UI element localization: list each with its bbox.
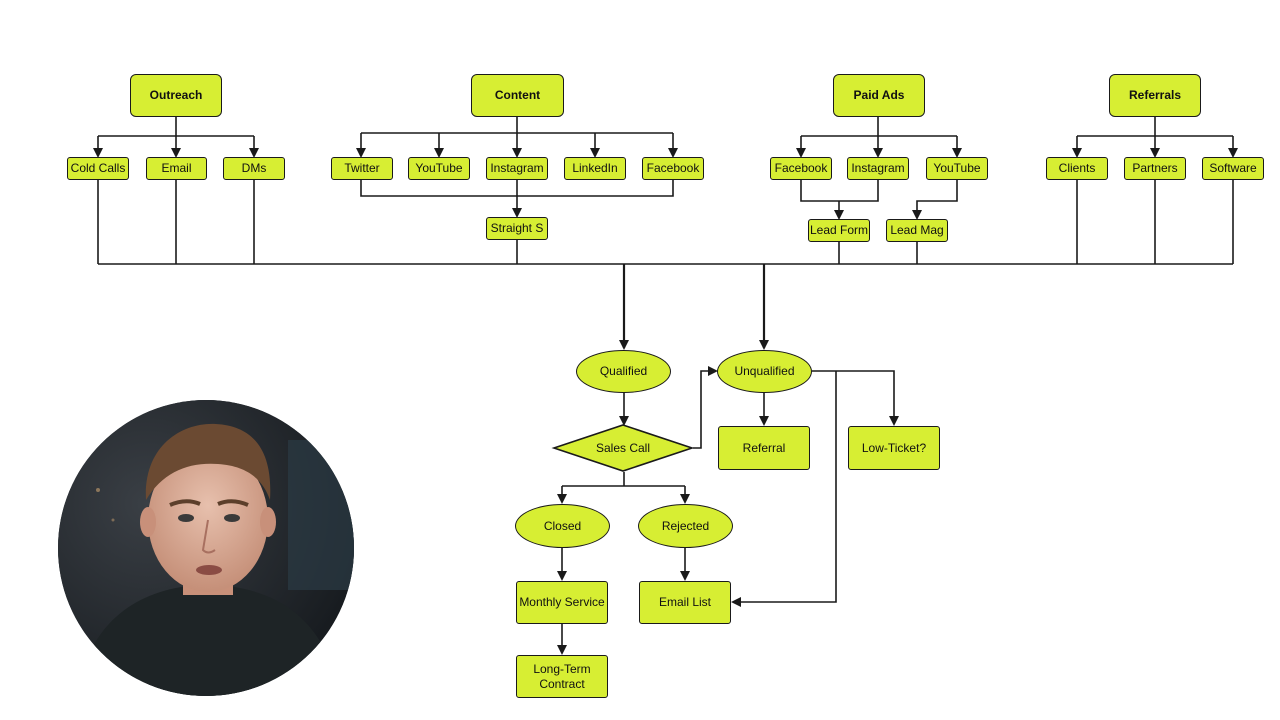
channel-label: Clients — [1058, 161, 1096, 175]
category-content[interactable]: Content — [471, 74, 564, 117]
node-rejected[interactable]: Rejected — [638, 504, 733, 548]
node-monthly-service[interactable]: Monthly Service — [516, 581, 608, 624]
presenter-illustration — [58, 400, 354, 696]
channel-dms[interactable]: DMs — [223, 157, 285, 180]
node-label: Referral — [742, 440, 786, 455]
node-label: Qualified — [599, 364, 648, 378]
channel-paid-instagram[interactable]: Instagram — [847, 157, 909, 180]
channel-label: LinkedIn — [572, 161, 618, 175]
channel-label: Software — [1209, 161, 1257, 175]
category-content-label: Content — [494, 88, 541, 102]
channel-youtube[interactable]: YouTube — [408, 157, 470, 180]
channel-label: Facebook — [774, 161, 828, 175]
funnel-label: Straight S — [490, 221, 544, 235]
node-unqualified[interactable]: Unqualified — [717, 350, 812, 393]
funnel-lead-form[interactable]: Lead Form — [808, 219, 870, 242]
node-long-term-contract[interactable]: Long-Term Contract — [516, 655, 608, 698]
channel-label: Partners — [1132, 161, 1178, 175]
channel-label: Instagram — [490, 161, 544, 175]
channel-linkedin[interactable]: LinkedIn — [564, 157, 626, 180]
node-sales-call-shape[interactable] — [551, 424, 695, 472]
channel-label: Twitter — [344, 161, 380, 175]
node-label: Closed — [543, 518, 582, 533]
channel-paid-facebook[interactable]: Facebook — [770, 157, 832, 180]
channel-software[interactable]: Software — [1202, 157, 1264, 180]
channel-paid-youtube[interactable]: YouTube — [926, 157, 988, 180]
channel-label: Instagram — [851, 161, 905, 175]
channel-facebook[interactable]: Facebook — [642, 157, 704, 180]
category-referrals-label: Referrals — [1128, 88, 1182, 102]
category-outreach[interactable]: Outreach — [130, 74, 222, 117]
node-qualified[interactable]: Qualified — [576, 350, 671, 393]
node-label: Unqualified — [734, 364, 795, 378]
node-email-list[interactable]: Email List — [639, 581, 731, 624]
channel-label: DMs — [241, 161, 267, 175]
channel-email[interactable]: Email — [146, 157, 207, 180]
node-label: Low-Ticket? — [861, 440, 927, 455]
funnel-lead-mag[interactable]: Lead Mag — [886, 219, 948, 242]
channel-label: YouTube — [415, 161, 463, 175]
node-label: Long-Term Contract — [533, 661, 591, 691]
channel-instagram[interactable]: Instagram — [486, 157, 548, 180]
funnel-straight-s[interactable]: Straight S — [486, 217, 548, 240]
category-referrals[interactable]: Referrals — [1109, 74, 1201, 117]
channel-clients[interactable]: Clients — [1046, 157, 1108, 180]
node-label: Rejected — [661, 518, 710, 533]
node-label: Email List — [658, 595, 711, 609]
category-outreach-label: Outreach — [149, 88, 203, 102]
channel-label: Email — [161, 161, 192, 175]
category-paid-ads-label: Paid Ads — [853, 88, 905, 102]
node-label: Sales Call — [595, 441, 651, 455]
channel-twitter[interactable]: Twitter — [331, 157, 393, 180]
funnel-label: Lead Mag — [890, 223, 944, 237]
node-low-ticket[interactable]: Low-Ticket? — [848, 426, 940, 470]
node-label: Monthly Service — [519, 595, 605, 609]
channel-label: YouTube — [933, 161, 981, 175]
funnel-label: Lead Form — [809, 223, 869, 237]
presenter-avatar — [58, 400, 354, 696]
node-sales-call: Sales Call — [553, 424, 693, 472]
channel-label: Cold Calls — [70, 161, 126, 175]
channel-partners[interactable]: Partners — [1124, 157, 1186, 180]
node-referral[interactable]: Referral — [718, 426, 810, 470]
channel-label: Facebook — [646, 161, 700, 175]
category-paid-ads[interactable]: Paid Ads — [833, 74, 925, 117]
node-closed[interactable]: Closed — [515, 504, 610, 548]
channel-cold-calls[interactable]: Cold Calls — [67, 157, 129, 180]
